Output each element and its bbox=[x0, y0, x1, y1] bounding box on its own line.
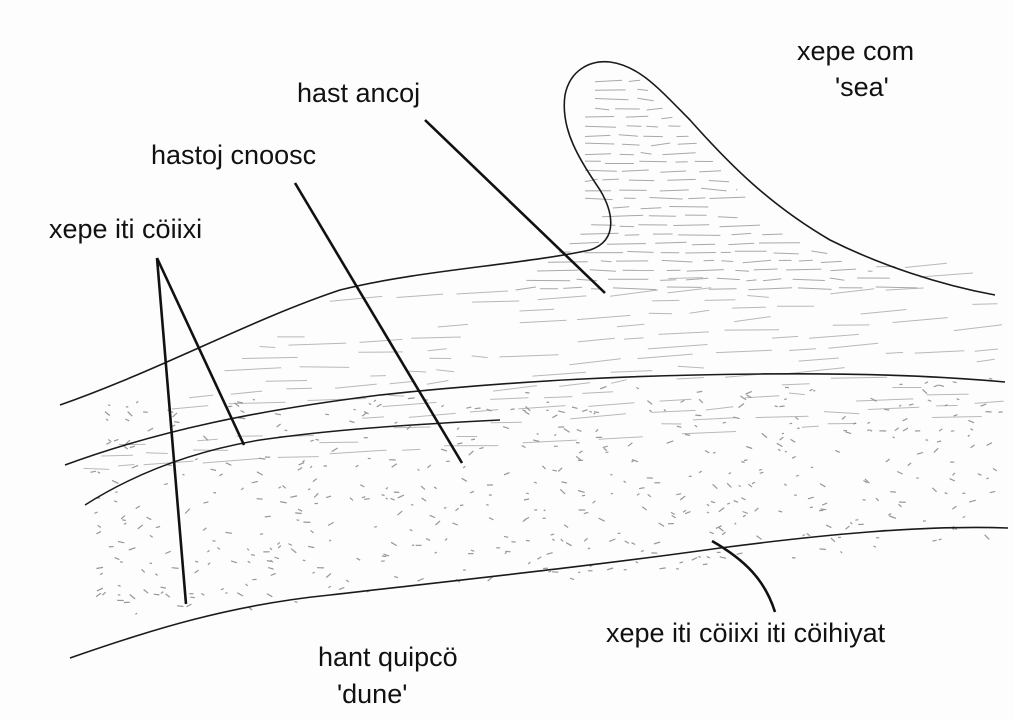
stipple-mark bbox=[172, 568, 179, 569]
stipple-mark bbox=[444, 508, 447, 509]
hatch-stroke bbox=[685, 253, 716, 254]
label-xepe-iti-coiixi-iti-coihiyat: xepe iti cöiixi iti cöihiyat bbox=[606, 620, 885, 647]
stipple-mark bbox=[511, 409, 515, 410]
label-xepe-iti-coiixi: xepe iti cöiixi bbox=[49, 216, 202, 243]
label-dune-line2: 'dune' bbox=[337, 681, 407, 708]
stipple-mark bbox=[212, 541, 215, 542]
hatch-stroke bbox=[627, 126, 642, 127]
stipple-mark bbox=[295, 513, 302, 514]
stipple-mark bbox=[578, 572, 580, 573]
stipple-mark bbox=[294, 602, 297, 603]
label-hast-ancoj: hast ancoj bbox=[297, 80, 420, 107]
label-sea-line2: 'sea' bbox=[835, 74, 889, 101]
stipple-mark bbox=[382, 495, 385, 496]
hatch-stroke bbox=[678, 235, 720, 236]
hatch-stroke bbox=[669, 207, 708, 208]
stipple-mark bbox=[779, 406, 784, 407]
stipple-mark bbox=[548, 571, 551, 572]
stipple-mark bbox=[526, 540, 530, 541]
stipple-mark bbox=[122, 520, 126, 521]
stipple-mark bbox=[251, 555, 255, 556]
stipple-mark bbox=[475, 408, 481, 409]
label-sea-line1: xepe com bbox=[797, 38, 914, 65]
stipple-mark bbox=[796, 475, 799, 476]
stipple-mark bbox=[265, 516, 271, 517]
hatch-stroke bbox=[101, 455, 133, 456]
stipple-mark bbox=[238, 418, 245, 419]
stipple-mark bbox=[820, 549, 826, 550]
stipple-mark bbox=[512, 542, 516, 543]
stipple-mark bbox=[177, 606, 183, 607]
hatch-stroke bbox=[799, 260, 813, 261]
stipple-mark bbox=[641, 551, 644, 552]
stipple-mark bbox=[582, 495, 585, 496]
label-dune-line1: hant quipcö bbox=[318, 644, 458, 671]
hatch-stroke bbox=[639, 161, 666, 162]
hatch-stroke bbox=[266, 381, 307, 382]
stipple-mark bbox=[855, 520, 858, 521]
hatch-stroke bbox=[652, 300, 679, 301]
hatch-stroke bbox=[319, 442, 358, 443]
stipple-mark bbox=[325, 414, 329, 415]
stipple-mark bbox=[999, 412, 1003, 413]
label-hastoj-cnoosc: hastoj cnoosc bbox=[151, 142, 316, 169]
hatch-stroke bbox=[972, 304, 997, 305]
hatch-stroke bbox=[300, 367, 350, 368]
hatch-stroke bbox=[491, 422, 522, 423]
hatch-stroke bbox=[629, 180, 654, 181]
stipple-mark bbox=[374, 527, 377, 528]
stipple-mark bbox=[182, 474, 184, 475]
stipple-mark bbox=[486, 504, 488, 505]
stipple-mark bbox=[460, 505, 464, 506]
stipple-mark bbox=[364, 499, 370, 500]
stipple-mark bbox=[213, 493, 216, 494]
stipple-mark bbox=[471, 439, 475, 440]
hatch-stroke bbox=[585, 117, 614, 118]
stipple-mark bbox=[723, 422, 726, 423]
stipple-mark bbox=[108, 405, 110, 406]
stipple-mark bbox=[505, 551, 510, 552]
hatch-stroke bbox=[692, 244, 715, 245]
hatch-stroke bbox=[649, 313, 672, 314]
stipple-mark bbox=[703, 564, 708, 565]
stipple-mark bbox=[713, 453, 716, 454]
stipple-mark bbox=[546, 410, 548, 411]
stipple-mark bbox=[811, 467, 813, 468]
stipple-mark bbox=[884, 409, 889, 410]
hatch-stroke bbox=[688, 198, 705, 199]
stipple-mark bbox=[118, 595, 120, 596]
stipple-mark bbox=[739, 486, 741, 487]
stipple-mark bbox=[698, 556, 701, 557]
hatch-stroke bbox=[286, 388, 312, 389]
stipple-mark bbox=[408, 398, 415, 399]
hatch-stroke bbox=[709, 289, 737, 290]
stipple-mark bbox=[810, 507, 813, 508]
stipple-mark bbox=[253, 399, 255, 400]
stipple-mark bbox=[154, 594, 160, 595]
hatch-stroke bbox=[721, 261, 733, 262]
hatch-stroke bbox=[591, 225, 615, 226]
stipple-mark bbox=[695, 415, 701, 416]
stipple-mark bbox=[526, 493, 529, 494]
stipple-mark bbox=[820, 509, 826, 510]
stipple-mark bbox=[986, 478, 988, 479]
stipple-mark bbox=[525, 393, 529, 394]
stipple-mark bbox=[369, 404, 372, 405]
stipple-mark bbox=[744, 460, 747, 461]
hatch-stroke bbox=[548, 262, 588, 263]
stipple-mark bbox=[382, 556, 387, 557]
stipple-mark bbox=[782, 433, 784, 434]
stipple-mark bbox=[867, 422, 870, 423]
stipple-mark bbox=[784, 399, 787, 400]
stipple-mark bbox=[775, 406, 778, 407]
hatch-stroke bbox=[607, 244, 646, 245]
stipple-mark bbox=[412, 545, 414, 546]
stipple-mark bbox=[285, 430, 288, 431]
hatch-stroke bbox=[704, 300, 735, 301]
hatch-stroke bbox=[660, 280, 676, 281]
